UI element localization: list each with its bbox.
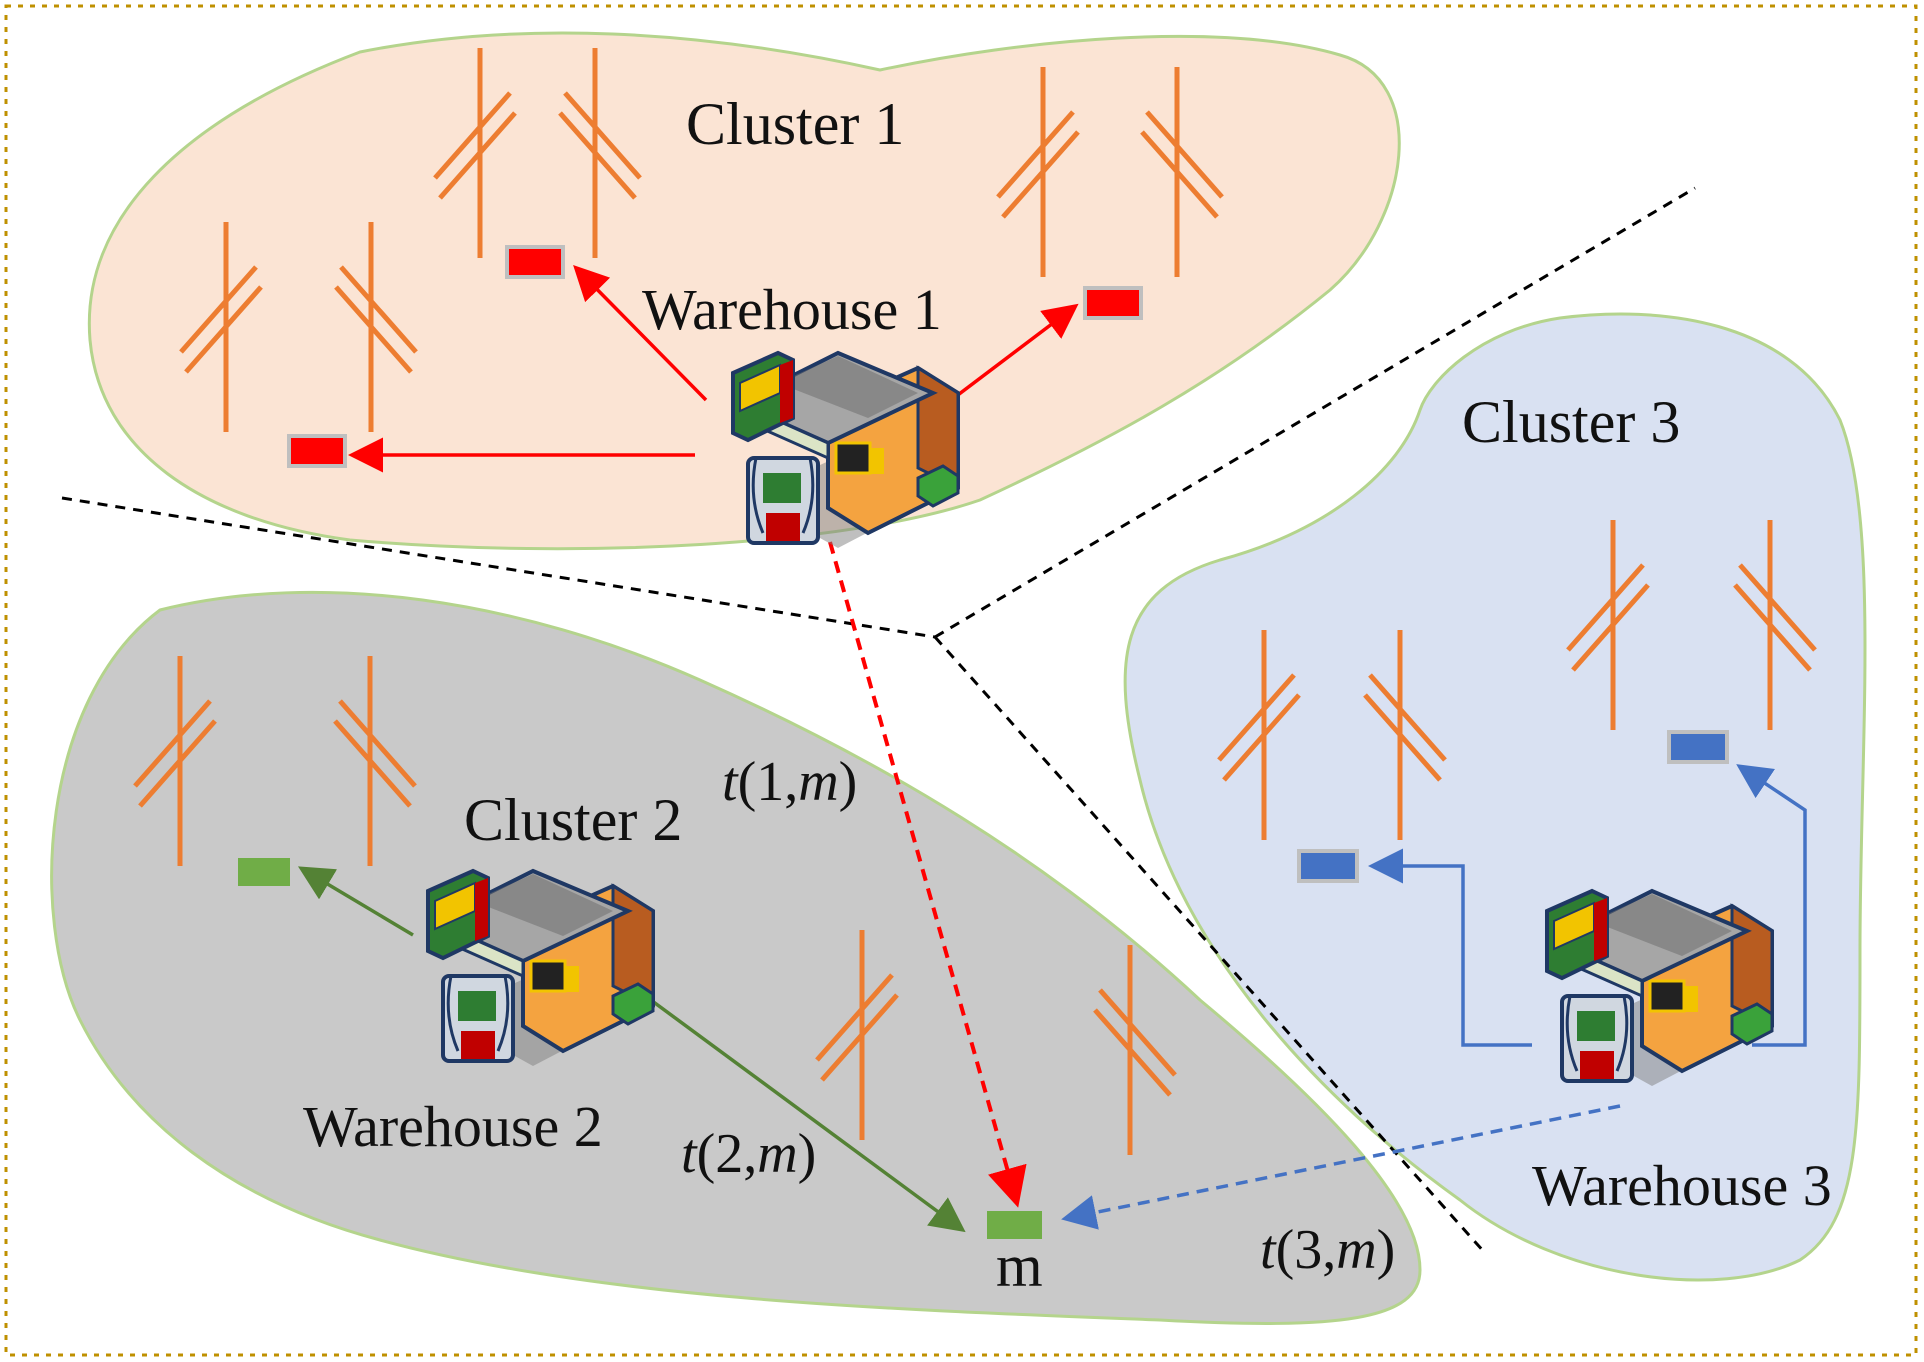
demand-point bbox=[1083, 286, 1143, 320]
route-arrow bbox=[638, 990, 966, 1233]
cluster-1-region bbox=[87, 31, 1401, 551]
demand-point bbox=[238, 858, 290, 886]
demand-point bbox=[1297, 849, 1359, 883]
voronoi-boundary-left bbox=[61, 496, 936, 639]
travel-time-label-3: t(3,m) bbox=[1260, 1219, 1396, 1281]
route-arrow bbox=[573, 265, 708, 402]
demand-point bbox=[505, 245, 565, 279]
travel-time-arrow-3 bbox=[1061, 1104, 1621, 1230]
travel-time-label-1: t(1,m) bbox=[722, 751, 858, 813]
route-arrow bbox=[1736, 764, 1807, 1047]
travel-time-arrow-1 bbox=[828, 541, 1027, 1208]
warehouse-2-label: Warehouse 2 bbox=[303, 1094, 603, 1159]
cluster-2-label: Cluster 2 bbox=[464, 787, 683, 853]
route-arrow bbox=[936, 303, 1079, 412]
demand-point-m bbox=[987, 1211, 1042, 1239]
travel-time-label-2: t(2,m) bbox=[681, 1123, 817, 1185]
cluster-3-label: Cluster 3 bbox=[1462, 389, 1681, 455]
warehouse-1-label: Warehouse 1 bbox=[642, 277, 942, 342]
cluster-1-label: Cluster 1 bbox=[686, 91, 905, 157]
voronoi-boundary-top bbox=[934, 186, 1696, 639]
figure-frame bbox=[4, 4, 1918, 1357]
demand-point-m-label: m bbox=[996, 1233, 1043, 1299]
cluster-2-region bbox=[50, 590, 1422, 1325]
demand-point bbox=[287, 434, 347, 468]
warehouse-3-label: Warehouse 3 bbox=[1532, 1153, 1832, 1218]
route-arrow bbox=[1368, 848, 1532, 1047]
route-arrow bbox=[297, 866, 414, 937]
demand-point bbox=[1667, 730, 1729, 764]
